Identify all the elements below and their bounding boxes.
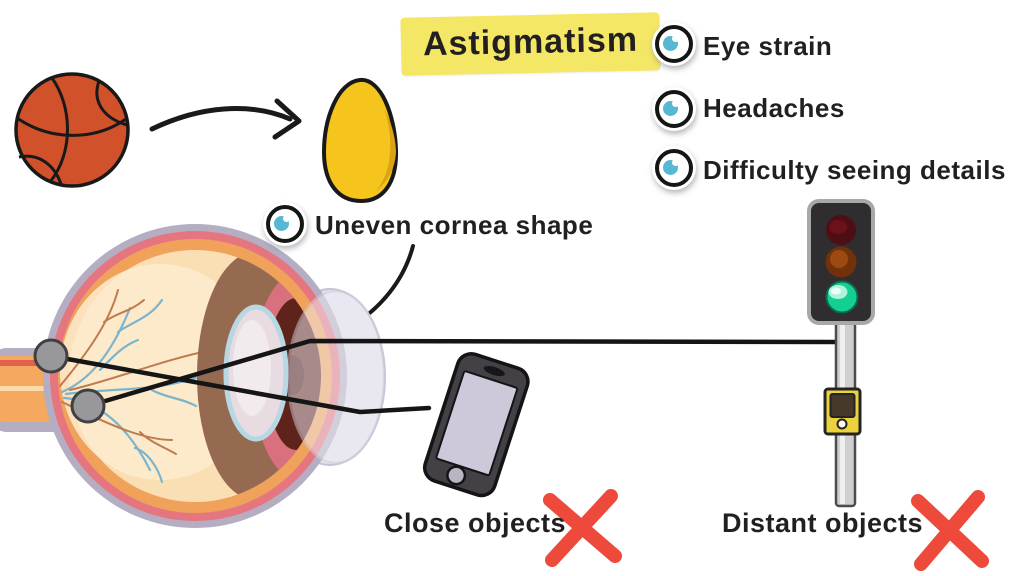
eye-glint [283,215,290,222]
eye-glint [672,100,679,107]
focal-point-upper [33,338,69,374]
symptom-label-difficulty-seeing: Difficulty seeing details [703,155,1006,185]
x-mark-close-icon [543,489,622,567]
eye-icon [652,22,696,66]
eye-ring [655,149,693,187]
distant-objects-label: Distant objects [722,508,924,538]
title-highlight: Astigmatism [400,12,661,76]
ray-close-object [48,353,432,415]
focal-point-lower [70,388,106,424]
cause-label: Uneven cornea shape [315,210,594,240]
eye-icon [652,146,696,190]
traffic-red-light [826,215,856,245]
traffic-amber-light [825,246,857,278]
ray-distant-object [85,338,839,409]
lens [223,304,289,442]
light-rays [48,338,839,415]
arrow-right-icon [149,98,302,140]
eye-ring [655,90,693,128]
cornea-front [286,289,386,465]
basketball-icon [14,72,130,188]
egg-icon [321,78,399,204]
pedestrian-button-box [823,387,862,436]
eye-glint [672,35,679,42]
eye-ring [266,205,304,243]
eye-icon [652,87,696,131]
eye-icon [263,202,307,246]
eye-glint [672,159,679,166]
x-mark-distant-icon [911,490,989,571]
symptom-label-eye-strain: Eye strain [703,31,833,61]
traffic-light-icon [807,199,875,508]
eye-ring [655,25,693,63]
page-title: Astigmatism [422,20,639,64]
focal-points [33,338,106,424]
close-objects-label: Close objects [384,508,567,538]
smartphone-icon [422,351,530,498]
symptom-label-headaches: Headaches [703,93,845,123]
traffic-green-light [825,280,859,314]
